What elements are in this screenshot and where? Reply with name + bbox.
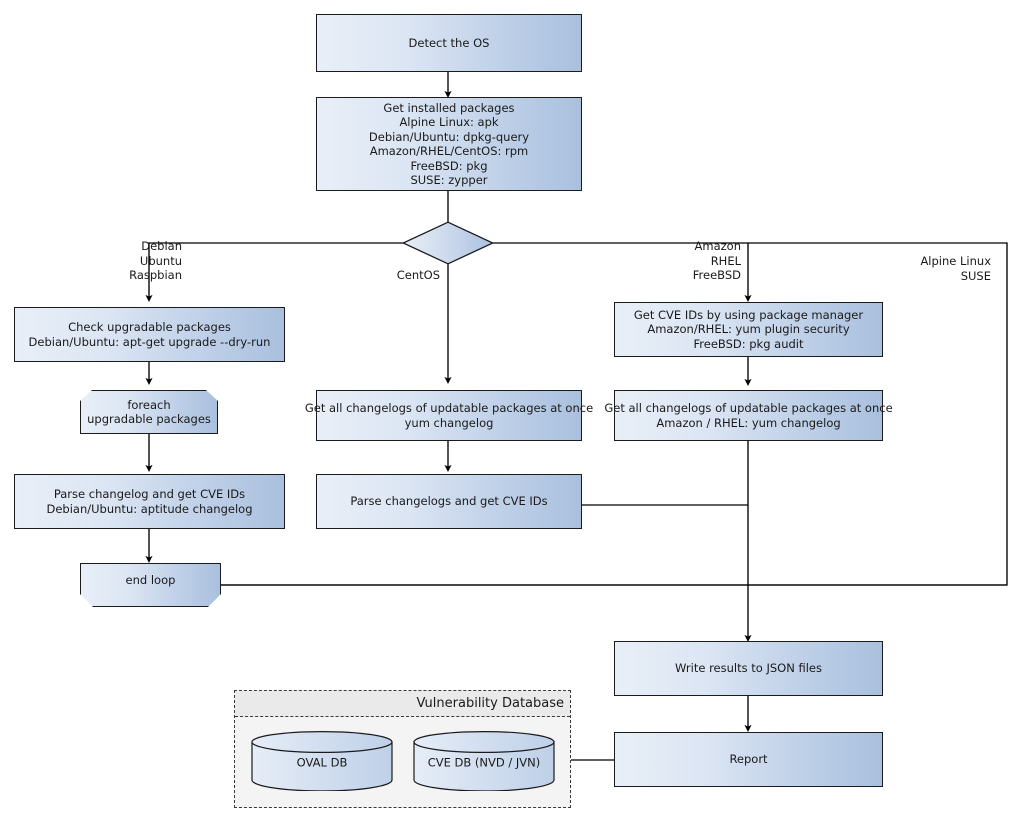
node-write-json[interactable]: Write results to JSON files <box>614 641 883 696</box>
node-get-installed-packages[interactable]: Get installed packages Alpine Linux: apk… <box>316 97 582 191</box>
node-report[interactable]: Report <box>614 732 883 787</box>
node-end-loop[interactable]: end loop <box>80 563 221 607</box>
db-cylinder-cve[interactable]: CVE DB (NVD / JVN) <box>413 731 555 792</box>
node-detect-os[interactable]: Detect the OS <box>316 14 582 72</box>
database-icon <box>251 731 393 792</box>
node-get-cve-pkg-manager[interactable]: Get CVE IDs by using package manager Ama… <box>614 302 883 357</box>
node-changelogs-rhel[interactable]: Get all changelogs of updatable packages… <box>604 390 893 441</box>
node-changelogs-centos[interactable]: Get all changelogs of updatable packages… <box>305 390 593 441</box>
edge-label-amazon: Amazon RHEL FreeBSD <box>692 239 741 282</box>
edge-label-centos: CentOS <box>396 268 440 282</box>
node-parse-changelog-deb[interactable]: Parse changelog and get CVE IDs Debian/U… <box>14 474 285 529</box>
node-end-loop-label: end loop <box>125 572 176 587</box>
db-cylinder-oval-label: OVAL DB <box>296 755 348 770</box>
database-icon <box>413 731 555 792</box>
node-parse-changelogs-centos[interactable]: Parse changelogs and get CVE IDs <box>316 474 582 529</box>
node-os-decision[interactable] <box>401 221 495 265</box>
node-foreach-loop[interactable]: foreach upgradable packages <box>80 390 218 434</box>
group-title-bar: Vulnerability Database <box>235 691 570 717</box>
node-parse-changelogs-centos-label: Parse changelogs and get CVE IDs <box>350 494 548 509</box>
node-get-cve-pkg-manager-label: Get CVE IDs by using package manager Ama… <box>633 307 864 351</box>
group-title-label: Vulnerability Database <box>416 696 564 711</box>
db-cylinder-cve-label: CVE DB (NVD / JVN) <box>427 755 541 770</box>
node-write-json-label: Write results to JSON files <box>675 661 822 676</box>
node-check-upgradable[interactable]: Check upgradable packages Debian/Ubuntu:… <box>14 307 285 362</box>
diamond-shape <box>401 221 495 265</box>
group-vulnerability-database: Vulnerability Database OVAL DB <box>234 690 571 808</box>
node-get-installed-packages-label: Get installed packages Alpine Linux: apk… <box>368 100 530 188</box>
edge-label-debian: Debian Ubuntu Raspbian <box>129 239 182 282</box>
node-parse-changelog-deb-label: Parse changelog and get CVE IDs Debian/U… <box>46 487 253 516</box>
node-report-label: Report <box>729 752 768 767</box>
node-check-upgradable-label: Check upgradable packages Debian/Ubuntu:… <box>28 320 271 349</box>
edge-label-alpine: Alpine Linux SUSE <box>920 254 991 283</box>
db-cylinder-oval[interactable]: OVAL DB <box>251 731 393 792</box>
node-detect-os-label: Detect the OS <box>408 35 490 50</box>
node-foreach-loop-label: foreach upgradable packages <box>87 397 211 426</box>
